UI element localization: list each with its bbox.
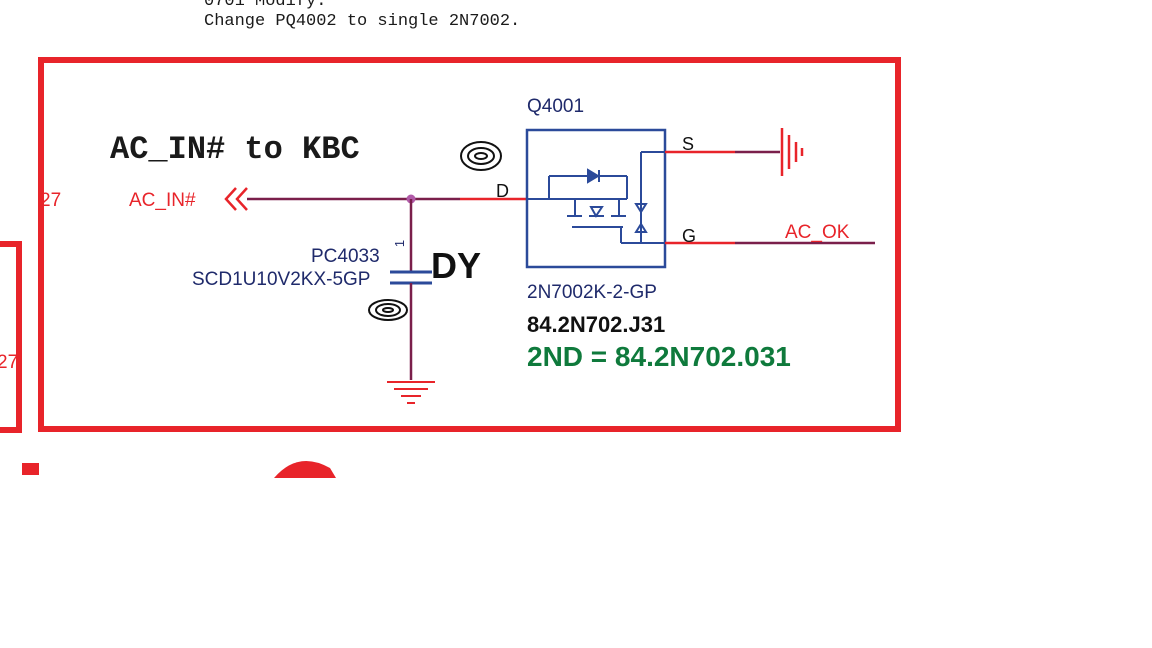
transistor-refdes: Q4001: [527, 96, 585, 117]
pin-label-g: G: [682, 226, 697, 246]
cap-part-number: SCD1U10V2KX-5GP: [192, 269, 371, 290]
modify-note-heading: 0701 Modify:: [204, 0, 327, 11]
section-border: [38, 57, 901, 432]
net-label-ac-ok: AC_OK: [785, 222, 850, 243]
capacitor-icon: [390, 270, 432, 285]
section-title: AC_IN# to KBC: [110, 131, 360, 168]
pin-label-s: S: [682, 134, 695, 154]
neighbor-section-border: [0, 241, 22, 433]
cap-mark-icon: [368, 299, 408, 321]
source-ground-icon: [780, 128, 804, 176]
modify-note-text: Change PQ4002 to single 2N7002.: [204, 12, 521, 31]
net-label-ac-in: AC_IN#: [129, 190, 196, 211]
offpage-connector-icon: [224, 187, 248, 211]
transistor-second-source: 2ND = 84.2N702.031: [527, 341, 791, 372]
cropped-red-text: [22, 460, 336, 478]
ground-icon: [387, 381, 435, 404]
offpage-ref-bottom: 27: [0, 352, 19, 373]
offpage-ref-top: 27: [40, 190, 62, 211]
mosfet-icon: [527, 151, 665, 244]
signal-mark-icon: [460, 141, 502, 171]
transistor-pn: 84.2N702.J31: [527, 312, 666, 337]
cap-option-dy: DY: [431, 245, 482, 286]
pin-label-d: D: [496, 181, 509, 201]
cap-pin-number: 1: [392, 239, 408, 248]
transistor-part-number: 2N7002K-2-GP: [527, 282, 657, 303]
cap-refdes: PC4033: [311, 246, 380, 267]
